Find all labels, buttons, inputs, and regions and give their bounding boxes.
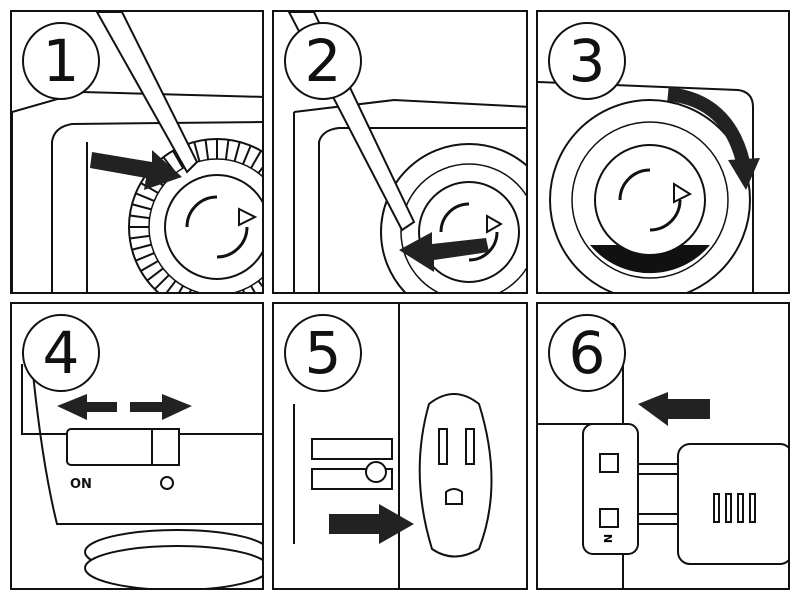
dial-tick: [146, 267, 164, 282]
switch-on-label: ON: [70, 477, 92, 492]
dial-tick: [154, 274, 170, 290]
dial-tick: [235, 293, 240, 294]
step-1-illustration: [12, 12, 262, 294]
dial-tick: [140, 260, 159, 272]
step-6-panel: 6 N: [536, 302, 790, 590]
dial-tick: [135, 252, 155, 262]
dial-tick: [129, 214, 150, 220]
arrow-left: [57, 394, 117, 420]
step-4-illustration: [21, 363, 262, 588]
step-3-number: 3: [548, 22, 626, 100]
step-5-number: 5: [284, 314, 362, 392]
step-6-illustration: [538, 323, 788, 588]
dial-tick: [224, 139, 230, 160]
screwdriver: [95, 12, 199, 174]
step-2-number: 2: [284, 22, 362, 100]
step-4-panel: 4 ON: [10, 302, 264, 590]
arrow-right: [90, 150, 182, 190]
dial-tick: [193, 141, 201, 162]
dial-tick: [233, 141, 241, 162]
step-1-number: 1: [22, 22, 100, 100]
arrow-left: [399, 232, 489, 272]
arrow-left: [638, 392, 710, 426]
dial-tick: [250, 285, 256, 292]
prong: [311, 438, 393, 460]
wall-outlet: [418, 393, 493, 558]
timer-dial: [549, 99, 751, 292]
dial-tick: [172, 150, 184, 169]
dial-tick: [131, 243, 152, 251]
step-3-panel: 3: [536, 10, 790, 294]
plug-neutral-mark: N: [602, 533, 616, 544]
dial-tick: [204, 139, 210, 160]
dial-tick: [131, 203, 152, 211]
step-5-panel: 5: [272, 302, 528, 590]
step-1-panel: 1: [10, 10, 264, 294]
dial-tick: [178, 285, 184, 292]
dial-tick: [165, 280, 177, 292]
timer-outlet: [582, 423, 639, 555]
timer-dial: [128, 138, 262, 294]
step-5-illustration: [293, 304, 493, 588]
rotate-arrow: [667, 87, 750, 164]
step-6-number: 6: [548, 314, 626, 392]
dial-tick: [257, 280, 262, 288]
dial-tick: [242, 145, 252, 165]
dial-tick: [135, 192, 155, 202]
clock-icon: [160, 476, 174, 490]
dial-tick: [194, 293, 199, 294]
step-3-illustration: [538, 81, 760, 292]
arrow-right: [130, 394, 192, 420]
plug: [677, 443, 788, 565]
step-4-number: 4: [22, 314, 100, 392]
dial-tick: [250, 150, 262, 169]
arrow-right: [329, 504, 414, 544]
dial-tick: [257, 166, 262, 174]
step-2-panel: 2: [272, 10, 528, 294]
dial-tick: [129, 234, 150, 240]
